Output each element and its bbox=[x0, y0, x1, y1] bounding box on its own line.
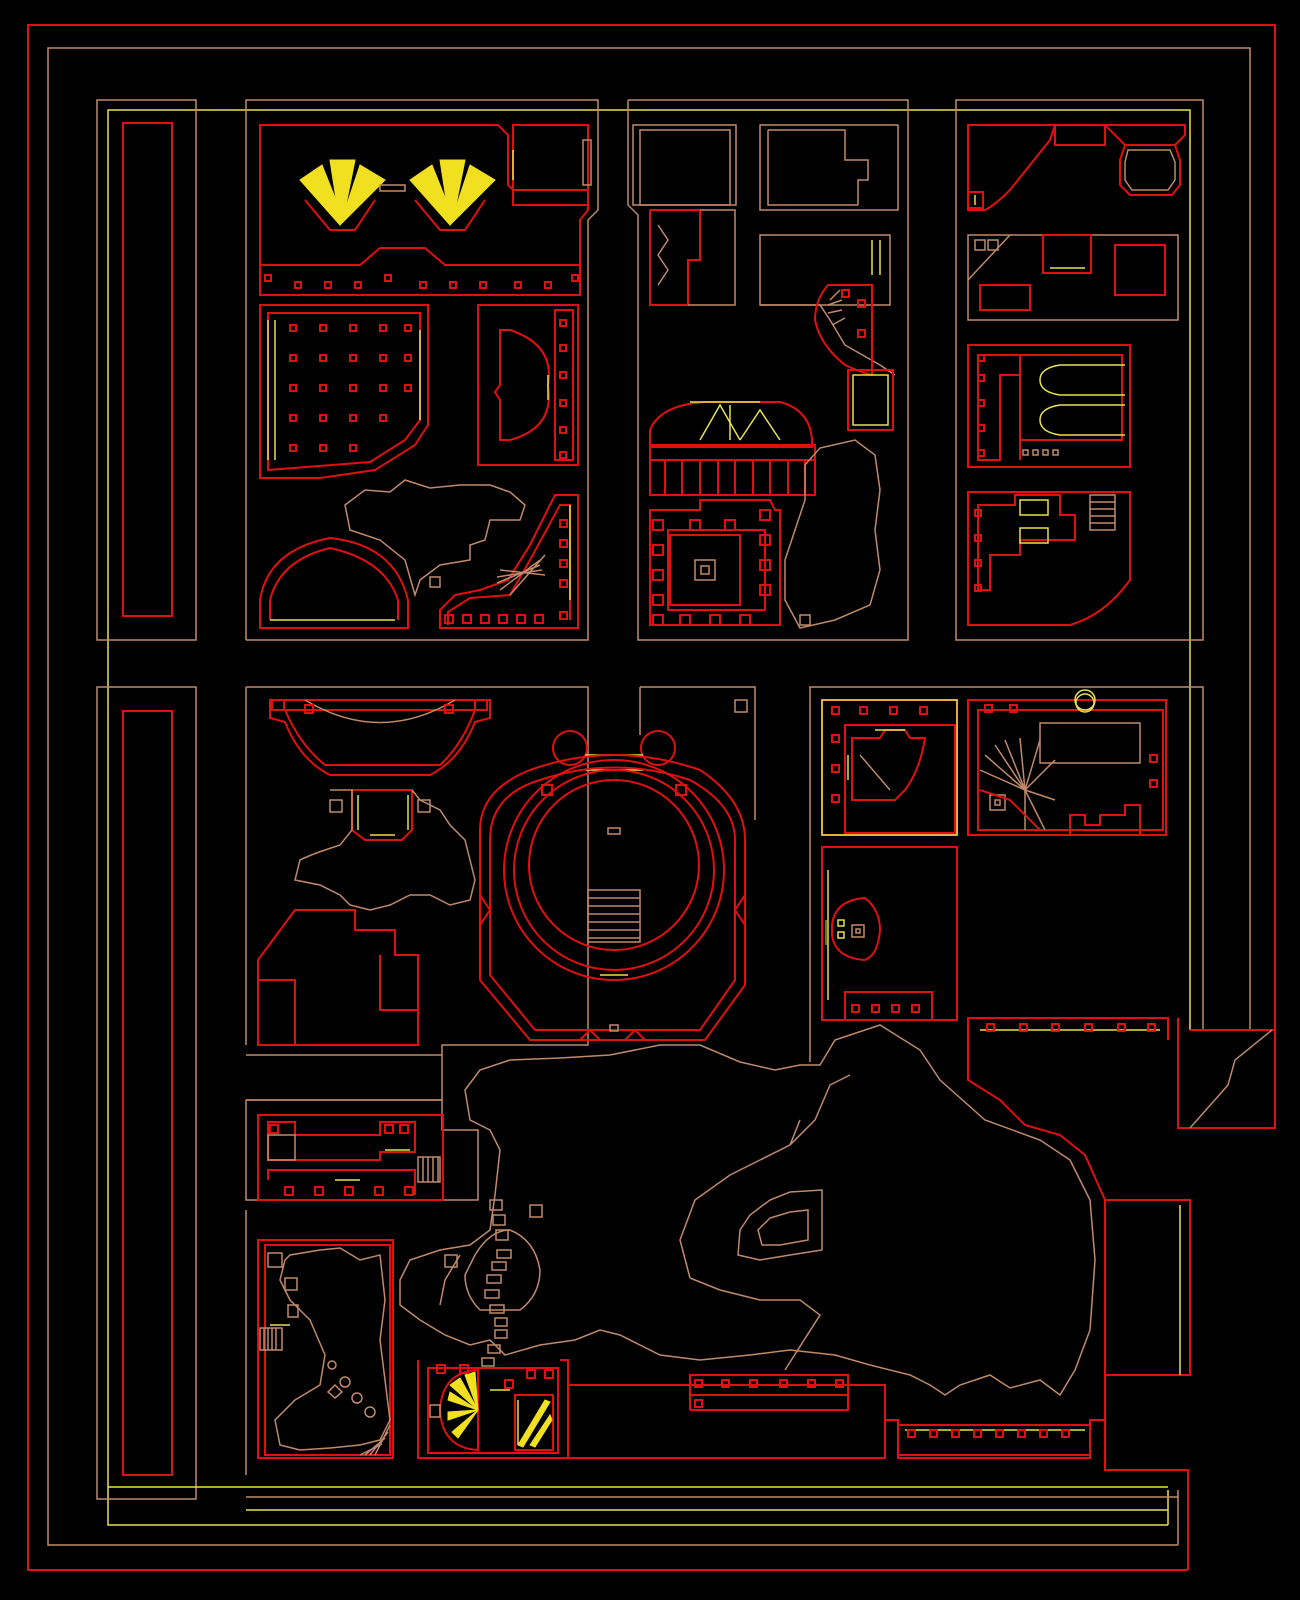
block-d bbox=[245, 686, 589, 1101]
block-b bbox=[627, 99, 909, 641]
left-columns bbox=[96, 99, 197, 1500]
outer-boundary bbox=[27, 24, 1276, 1571]
bottom-row bbox=[567, 1205, 1181, 1459]
block-f bbox=[245, 1099, 479, 1201]
cave-courtyard bbox=[399, 1018, 1106, 1470]
block-c bbox=[955, 99, 1204, 641]
block-g bbox=[245, 1210, 569, 1475]
block-a bbox=[245, 99, 599, 641]
rotunda bbox=[479, 686, 756, 1041]
rails bbox=[108, 1486, 1178, 1511]
block-e bbox=[809, 686, 1276, 1129]
